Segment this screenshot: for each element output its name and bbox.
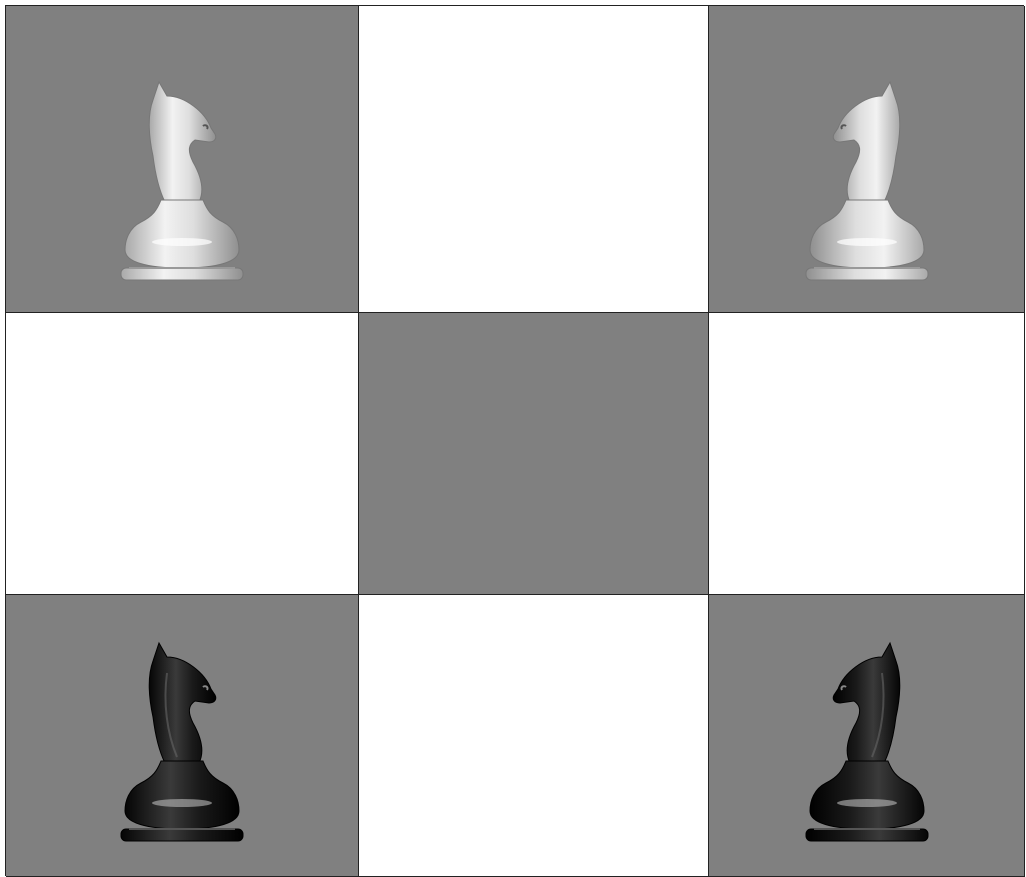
square-r1c2[interactable] [359,6,709,313]
square-r1c1[interactable] [6,6,359,313]
square-r2c1[interactable] [6,313,359,595]
square-r3c3[interactable] [709,595,1025,877]
white-knight-icon[interactable] [792,72,942,292]
white-knight-icon[interactable] [107,72,257,292]
square-r2c3[interactable] [709,313,1025,595]
black-knight-icon[interactable] [792,633,942,853]
black-knight-icon[interactable] [107,633,257,853]
square-r1c3[interactable] [709,6,1025,313]
square-r2c2[interactable] [359,313,709,595]
chess-board [5,5,1024,876]
square-r3c2[interactable] [359,595,709,877]
square-r3c1[interactable] [6,595,359,877]
